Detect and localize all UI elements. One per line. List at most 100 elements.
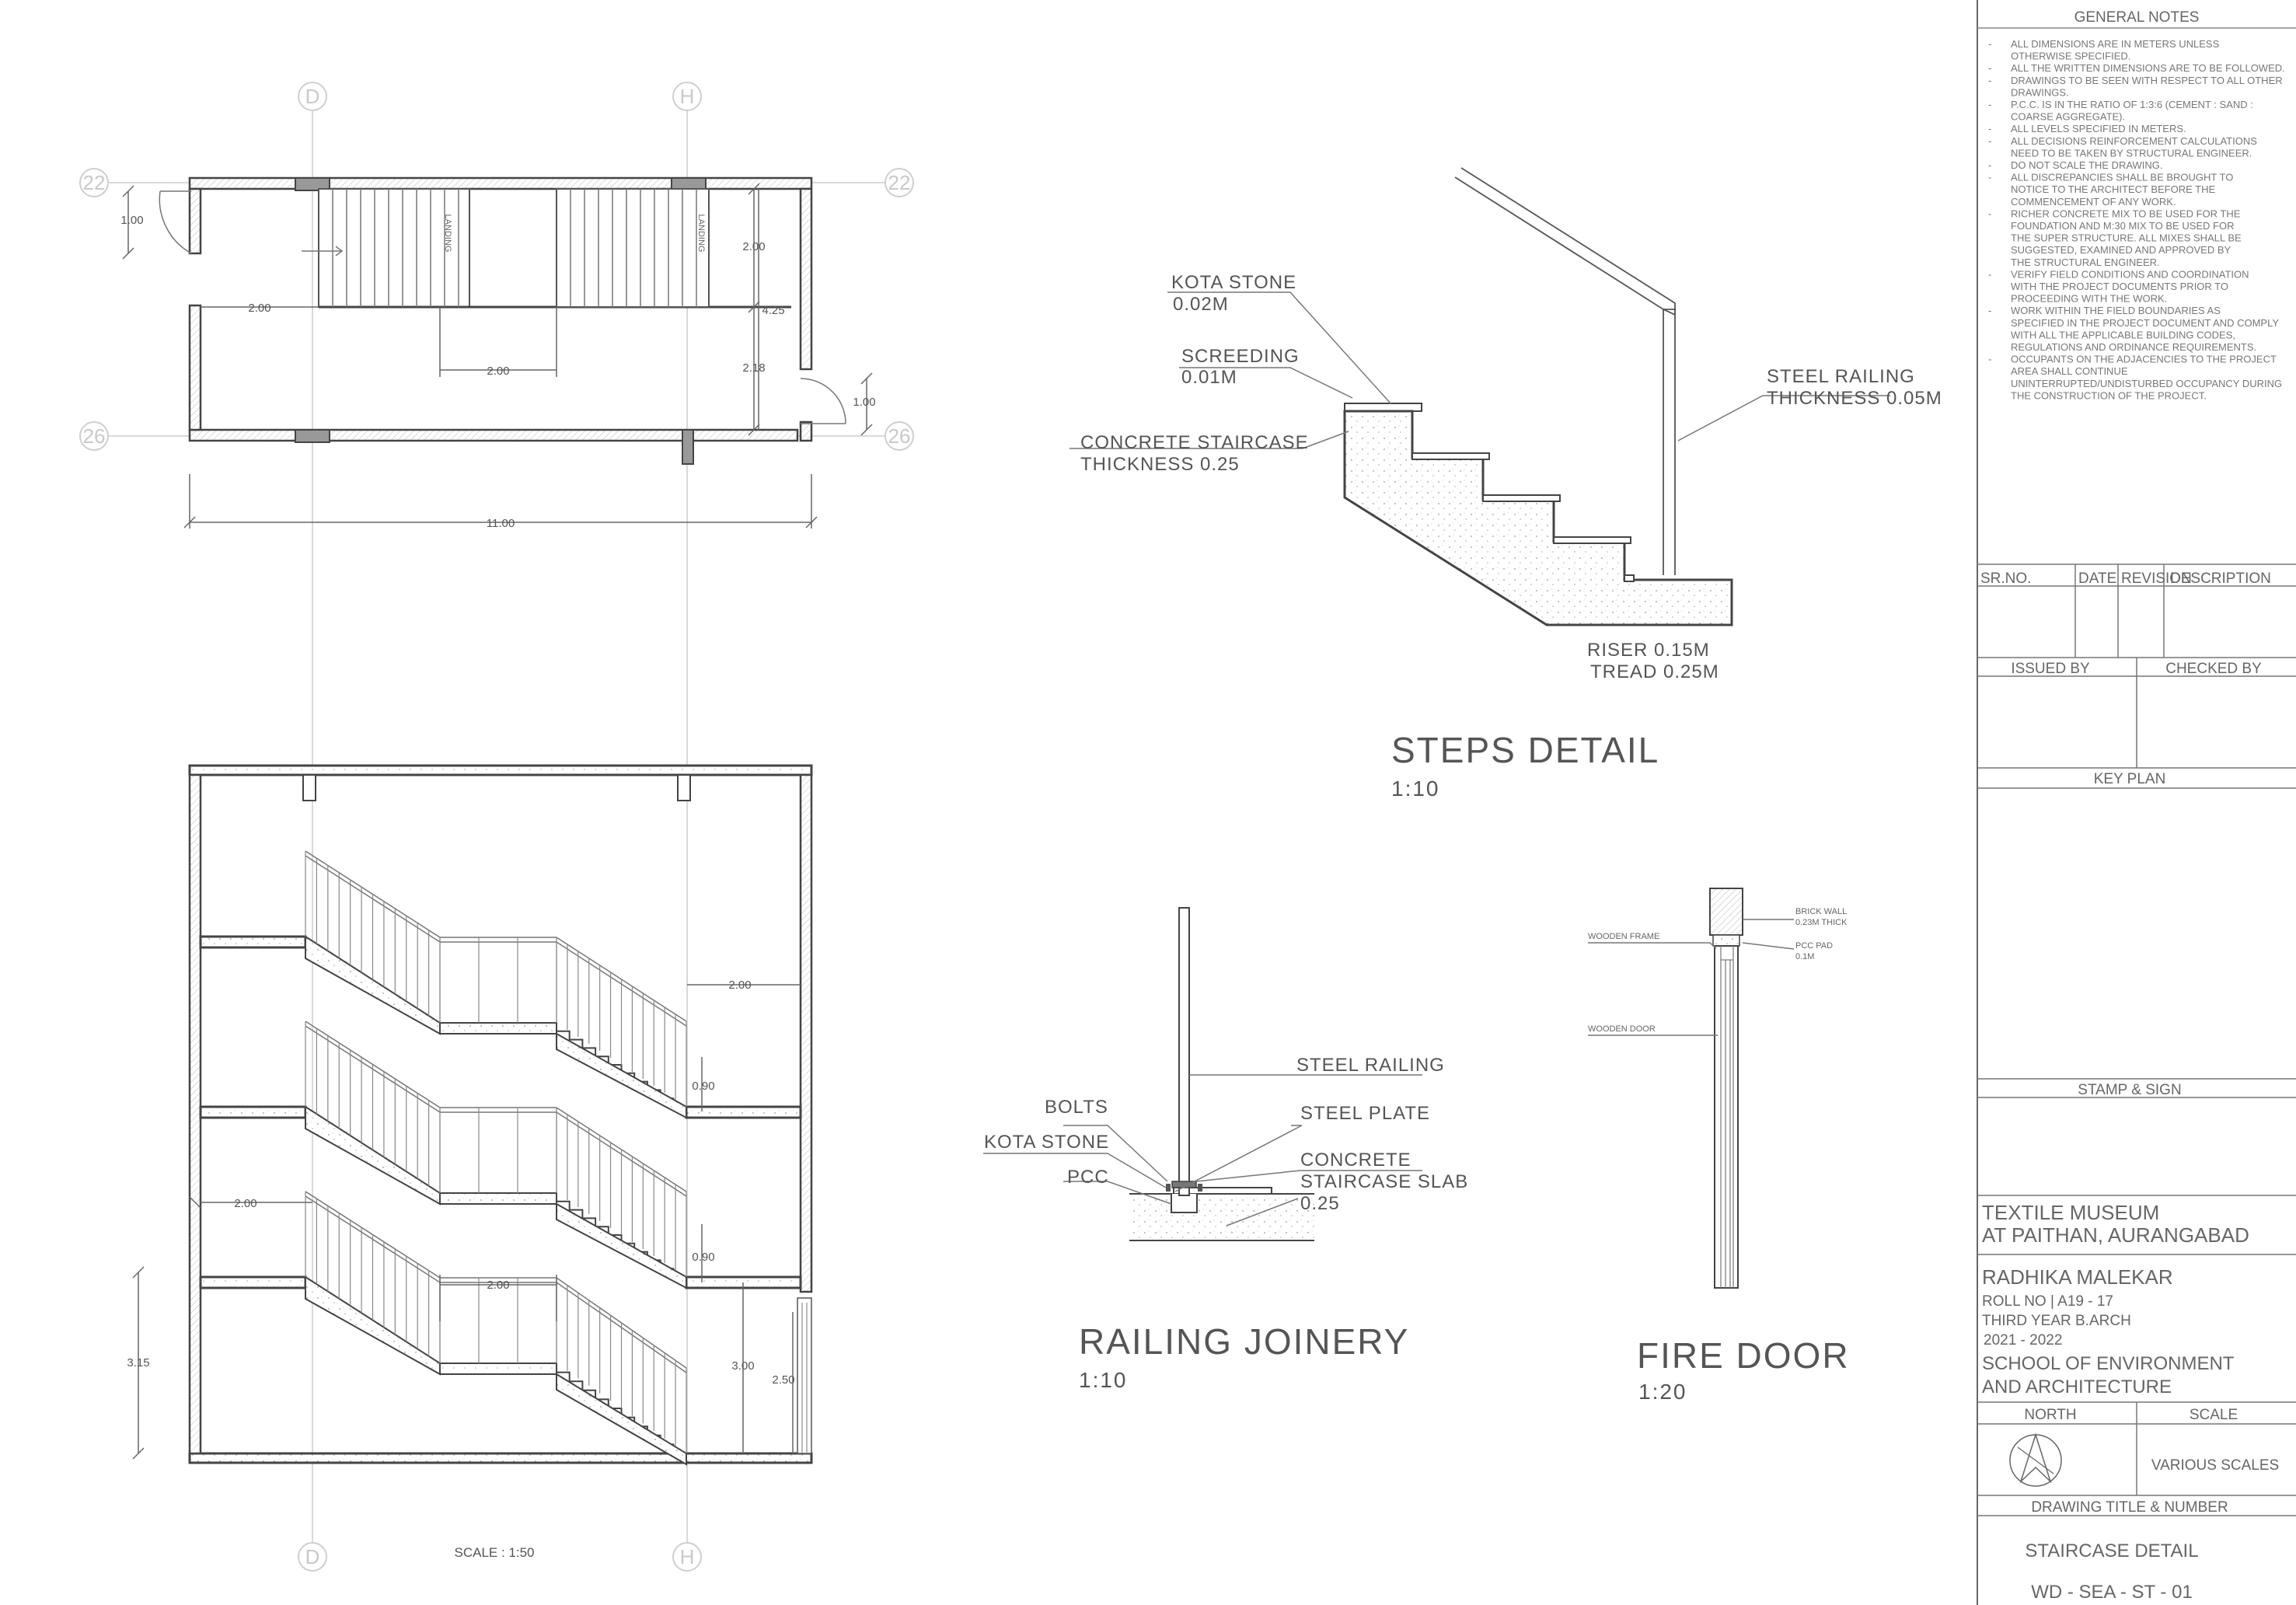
plan-dimensions: 1.00 2.00 2.00 2.00 2.18 4.25 1.00 (120, 183, 876, 530)
rev-header-revision: REVISION (2121, 570, 2192, 587)
general-note-line: WORK WITHIN THE FIELD BOUNDARIES AS (2011, 305, 2221, 316)
steps-label-screed: SCREEDING (1181, 346, 1300, 367)
steps-label-riser: RISER 0.15M (1587, 640, 1710, 661)
general-note-bullet: - (1988, 123, 1991, 134)
general-note-bullet: - (1988, 38, 1991, 50)
steps-label-railing: STEEL RAILING (1767, 366, 1915, 387)
railing-joinery-title: RAILING JOINERY (1079, 1321, 1409, 1362)
general-note-line: DRAWINGS. (2011, 86, 2069, 98)
general-note-line: COARSE AGGREGATE). (2011, 111, 2125, 123)
dim-left-run: 2.00 (248, 302, 270, 315)
fire-door-title: FIRE DOOR (1637, 1335, 1850, 1376)
mid-landing-slab (439, 1022, 557, 1035)
dim-landing-gap: 2.00 (487, 365, 509, 378)
grid-bubble-22-left: 22 (83, 171, 106, 194)
general-note-line: WITH THE PROJECT DOCUMENTS PRIOR TO (2011, 281, 2228, 292)
section-scale: SCALE : 1:50 (454, 1545, 534, 1560)
roll-number: ROLL NO | A19 - 17 (1982, 1293, 2113, 1310)
rev-header-srno: SR.NO. (1980, 570, 2031, 587)
grid-bubble-h-bottom: H (680, 1545, 695, 1568)
general-note-bullet: - (1988, 268, 1991, 280)
steps-detail-scale: 1:10 (1391, 776, 1440, 801)
stair-waist-slab (556, 1032, 687, 1119)
academic-year: THIRD YEAR B.ARCH (1982, 1313, 2131, 1329)
steps-label-kota-val: 0.02M (1173, 294, 1229, 315)
dim-right-total: 4.25 (762, 304, 784, 317)
steps-label-kota: KOTA STONE (1171, 272, 1296, 293)
dim-door-left: 1.00 (120, 214, 143, 227)
stamp-sign-label: STAMP & SIGN (2078, 1082, 2181, 1098)
drawing-title: STAIRCASE DETAIL (2025, 1540, 2198, 1561)
railing-joinery-scale: 1:10 (1079, 1368, 1128, 1392)
school-line-2: AND ARCHITECTURE (1982, 1376, 2172, 1397)
title-block: GENERAL NOTES ALL DIMENSIONS ARE IN METE… (1977, 0, 2296, 1605)
general-note-line: THE CONSTRUCTION OF THE PROJECT. (2011, 389, 2207, 401)
key-plan-label: KEY PLAN (2094, 771, 2166, 787)
steps-label-tread: TREAD 0.25M (1590, 661, 1719, 682)
mid-landing-slab (439, 1192, 557, 1205)
general-note-line: REGULATIONS AND ORDINANCE REQUIREMENTS. (2011, 341, 2256, 353)
dim-overall: 11.00 (487, 517, 515, 530)
general-note-line: SPECIFIED IN THE PROJECT DOCUMENT AND CO… (2011, 317, 2279, 329)
landing-label-right: LANDING (696, 215, 706, 253)
general-notes-title: GENERAL NOTES (2074, 9, 2200, 26)
general-notes-list: ALL DIMENSIONS ARE IN METERS UNLESS-OTHE… (1988, 38, 2285, 401)
general-note-bullet: - (1988, 208, 1991, 219)
general-note-bullet: - (1988, 305, 1991, 316)
session-years: 2021 - 2022 (1984, 1332, 2062, 1349)
general-note-bullet: - (1988, 75, 1991, 86)
mid-landing-slab (439, 1363, 557, 1375)
general-note-line: DO NOT SCALE THE DRAWING. (2011, 159, 2163, 171)
firedoor-label-brick-1: BRICK WALL (1795, 907, 1847, 916)
fire-door-scale: 1:20 (1638, 1380, 1687, 1404)
general-note-bullet: - (1988, 135, 1991, 147)
section-dimensions: 2.00 0.90 2.00 0.90 2.00 3.15 3.00 2.50 (127, 979, 801, 1460)
general-note-line: DRAWINGS TO BE SEEN WITH RESPECT TO ALL … (2011, 75, 2283, 86)
grid-bubbles: D H D H 22 22 26 26 (79, 82, 914, 1572)
dim-rail-1: 0.90 (692, 1080, 714, 1093)
drawing-number: WD - SEA - ST - 01 (2031, 1582, 2193, 1603)
student-name: RADHIKA MALEKAR (1982, 1265, 2173, 1289)
railing-label-pcc: PCC (1067, 1167, 1109, 1188)
project-name-line-1: TEXTILE MUSEUM (1982, 1201, 2159, 1224)
general-note-line: ALL THE WRITTEN DIMENSIONS ARE TO BE FOL… (2011, 62, 2285, 74)
general-note-bullet: - (1988, 62, 1991, 74)
dim-left-landing: 2.00 (234, 1197, 256, 1210)
dim-right-lower: 2.18 (742, 361, 765, 375)
scale-value: VARIOUS SCALES (2151, 1457, 2279, 1474)
firedoor-label-pcc-1: PCC PAD (1795, 941, 1833, 951)
general-note-bullet: - (1988, 354, 1991, 365)
dim-floor-height: 3.15 (127, 1356, 149, 1369)
grid-bubble-d-top: D (305, 85, 320, 108)
general-note-line: VERIFY FIELD CONDITIONS AND COORDINATION (2011, 268, 2249, 280)
general-note-bullet: - (1988, 99, 1991, 110)
general-note-line: FOUNDATION AND M:30 MIX TO BE USED FOR (2011, 220, 2235, 232)
railing-label-bolts: BOLTS (1045, 1097, 1108, 1118)
dim-landing-1: 2.00 (728, 979, 751, 992)
checked-by-label: CHECKED BY (2165, 661, 2262, 677)
grid-bubble-26-left: 26 (83, 424, 106, 448)
north-arrow-icon (2009, 1432, 2062, 1487)
dim-landing-3: 2.00 (487, 1279, 509, 1292)
general-note-line: RICHER CONCRETE MIX TO BE USED FOR THE (2011, 208, 2241, 219)
general-note-line: UNINTERRUPTED/UNDISTURBED OCCUPANCY DURI… (2011, 378, 2282, 389)
staircase-plan: LANDING LANDING 1.00 2.00 2.00 2.00 2.18… (120, 176, 876, 530)
general-note-line: ALL DIMENSIONS ARE IN METERS UNLESS (2011, 38, 2220, 50)
dim-right-upper: 2.00 (742, 240, 765, 253)
rev-header-date: DATE (2078, 570, 2116, 587)
firedoor-label-pcc-2: 0.1M (1795, 952, 1814, 961)
staircase-section: 2.00 0.90 2.00 0.90 2.00 3.15 3.00 2.50 … (127, 764, 813, 1560)
firedoor-label-frame: WOODEN FRAME (1588, 932, 1659, 941)
scale-label: SCALE (2190, 1407, 2238, 1423)
rev-header-description: DESCRIPTION (2170, 570, 2271, 587)
general-note-line: WITH ALL THE APPLICABLE BUILDING CODES, (2011, 329, 2235, 340)
dim-door-right: 1.00 (853, 396, 875, 409)
railing-label-steel-railing: STEEL RAILING (1296, 1055, 1445, 1076)
general-note-line: THE STRUCTURAL ENGINEER. (2011, 256, 2160, 268)
fire-door: BRICK WALL 0.23M THICK WOODEN FRAME PCC … (1588, 888, 1850, 1404)
general-note-line: COMMENCEMENT OF ANY WORK. (2011, 196, 2176, 208)
grid-lines (109, 109, 886, 1547)
stair-waist-slab (556, 1202, 687, 1289)
firedoor-label-brick-2: 0.23M THICK (1795, 918, 1848, 927)
